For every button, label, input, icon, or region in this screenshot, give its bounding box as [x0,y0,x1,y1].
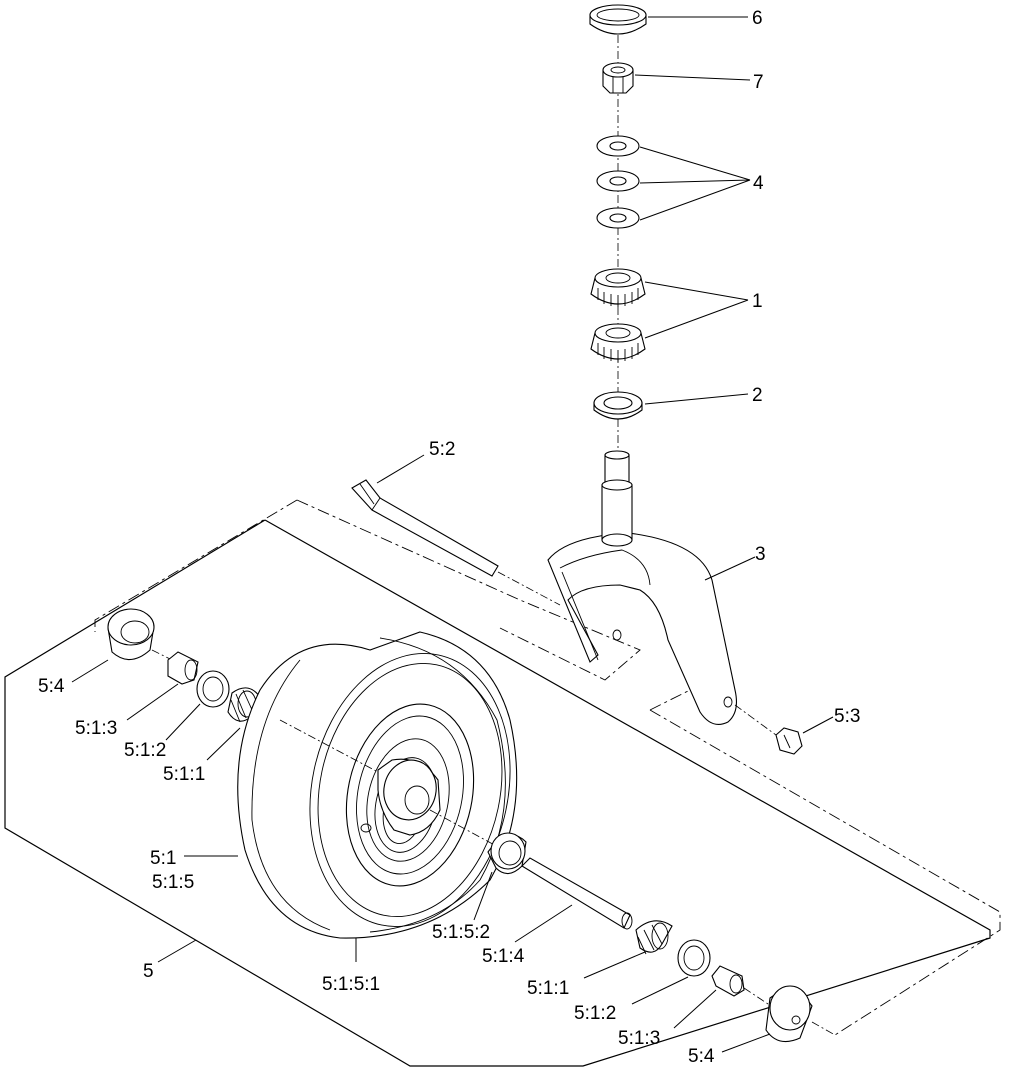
part-5-3-nut [734,704,803,755]
callout-5-1-3-left: 5:1:3 [75,718,117,739]
part-5-2-axle-bolt [351,479,561,606]
part-5-1-wheel-tire [237,631,518,939]
callout-5-1-5-1: 5:1:5:1 [322,974,380,995]
callout-5-1-1-right: 5:1:1 [527,978,569,999]
callout-5-1: 5:1 [150,848,176,869]
part-2-seal [593,391,643,420]
part-1-tapered-bearings [590,268,646,362]
part-6-dust-cap [589,4,647,35]
callout-5-1-2-left: 5:1:2 [124,740,166,761]
callout-5-4-left: 5:4 [38,676,65,697]
callout-1: 1 [752,291,763,312]
callout-5-1-1-left: 5:1:1 [163,764,205,785]
subassembly-dash-frames [94,499,1001,1036]
part-7-lock-nut [602,62,634,94]
callout-5-4-right: 5:4 [688,1046,715,1067]
right-bearing-stack [487,832,836,1043]
part-4-washers [596,135,640,229]
callout-5-1-5: 5:1:5 [152,872,194,893]
callout-labels: 6 7 4 1 2 3 5:2 5:3 5:4 5:1:3 5:1:2 5:1:… [38,8,860,1067]
callout-5-1-4: 5:1:4 [482,946,525,967]
callout-6: 6 [752,8,763,29]
callout-2: 2 [752,385,763,406]
assembly-5-frame [4,519,991,1067]
callout-4: 4 [753,173,764,194]
part-3-caster-fork [547,450,737,725]
callout-5-1-2-right: 5:1:2 [574,1003,616,1024]
callout-5: 5 [143,961,154,982]
leader-lines [71,16,834,1053]
callout-7: 7 [753,72,764,93]
callout-5-3: 5:3 [834,706,860,727]
callout-5-1-3-right: 5:1:3 [618,1028,660,1049]
callout-3: 3 [755,544,766,565]
callout-5-1-5-2: 5:1:5:2 [432,922,490,943]
callout-5-2: 5:2 [429,439,455,460]
